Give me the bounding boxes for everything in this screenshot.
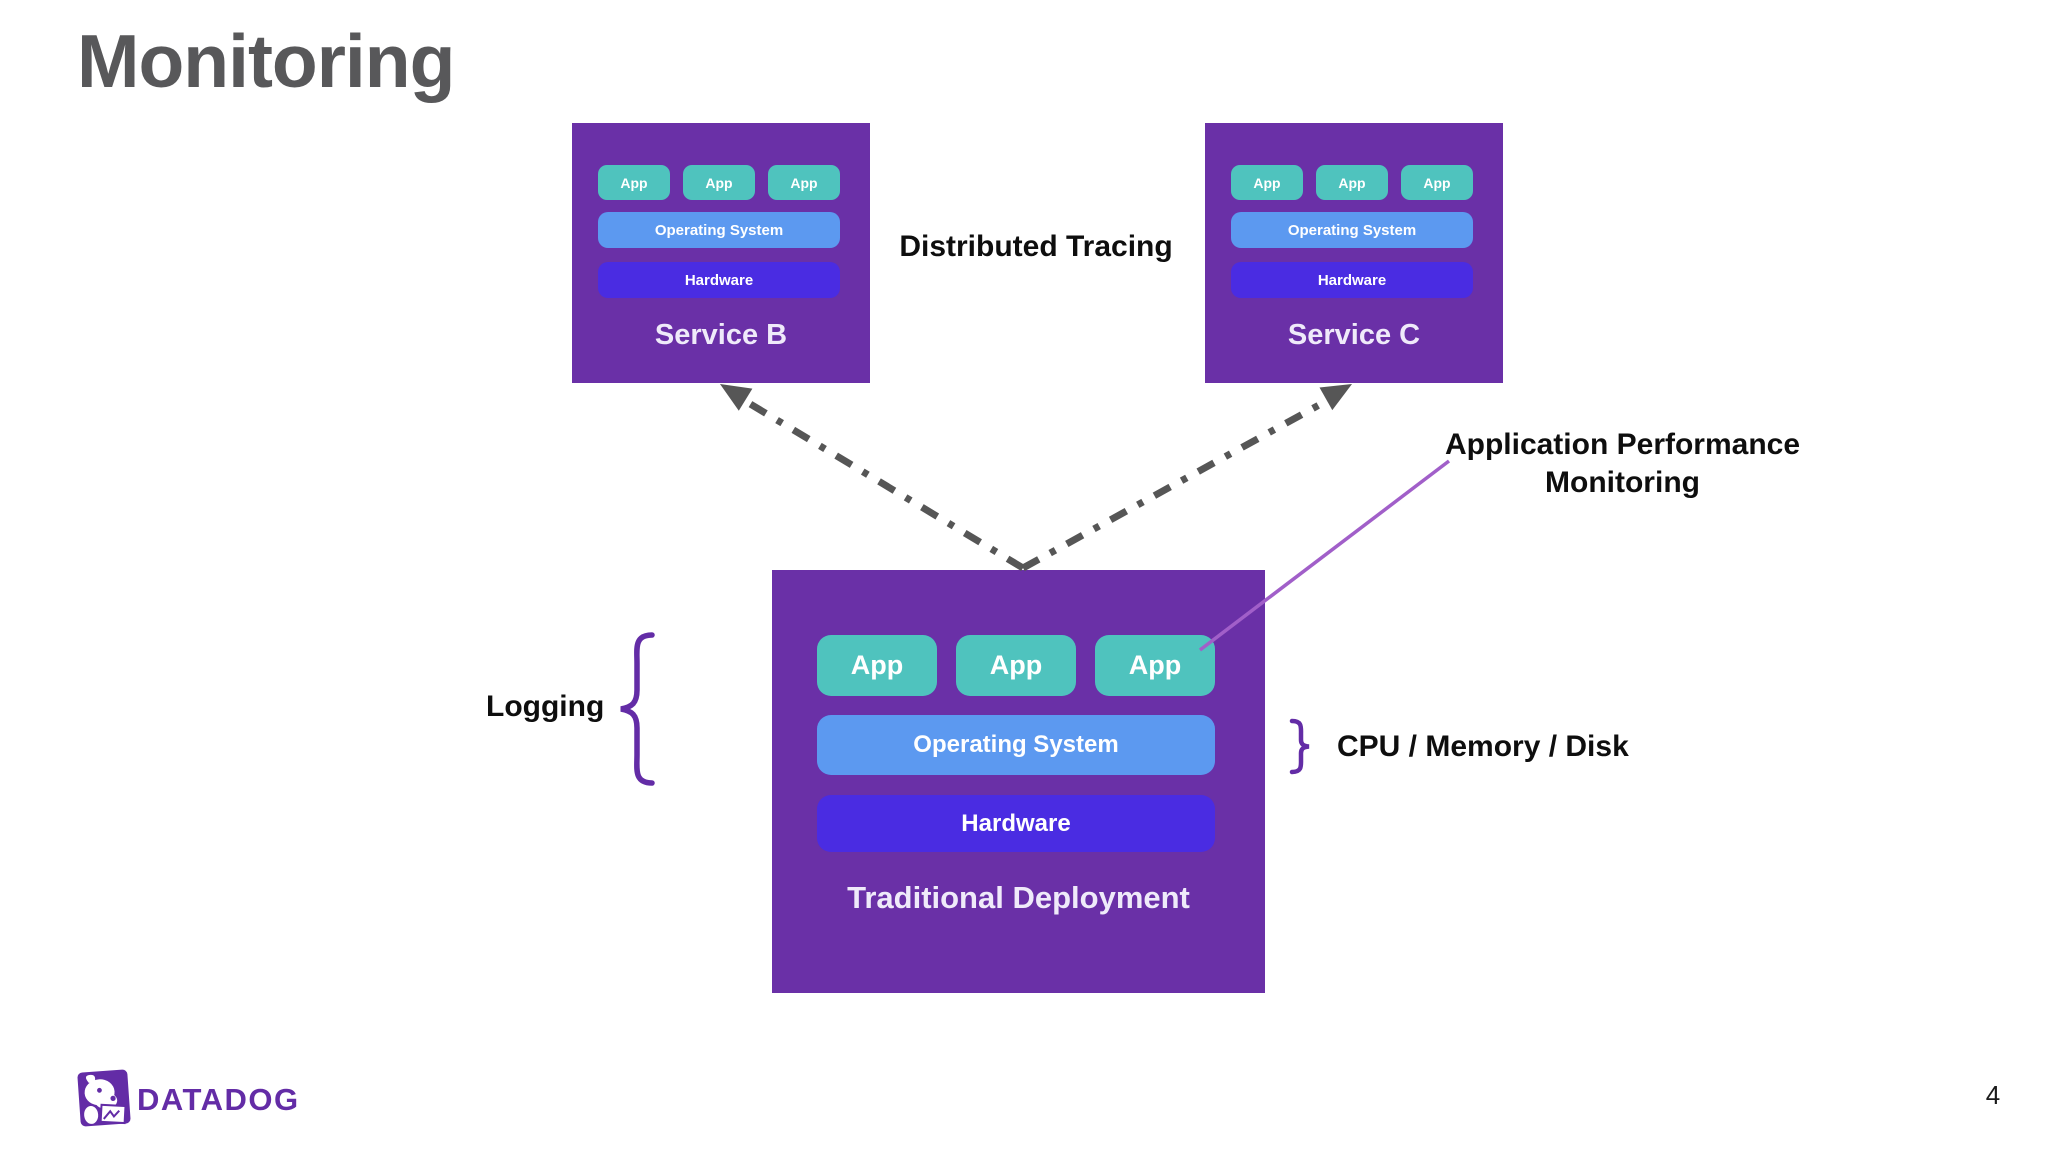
apm-label-line1: Application Performance [1444,428,1801,461]
tracing-arrow-left [740,396,1025,571]
app-box: App [1231,165,1303,200]
slide-title: Monitoring [77,19,455,103]
app-box: App [1401,165,1473,200]
brace-left-icon [620,632,655,786]
brace-right-icon [1289,718,1310,775]
service-b-stack: App App App Operating System Hardware Se… [572,123,870,383]
hardware-bar: Hardware [817,795,1215,852]
app-box: App [768,165,840,200]
hardware-bar: Hardware [1231,262,1473,298]
app-box: App [1316,165,1388,200]
stack-title: Service C [1287,319,1421,351]
cpu-memory-disk-label: CPU / Memory / Disk [1337,730,1629,763]
apm-label-line2: Monitoring [1545,466,1700,499]
datadog-wordmark: DATADOG [137,1082,300,1117]
traditional-deployment-stack: App App App Operating System Hardware Tr… [772,570,1265,993]
stack-title: Traditional Deployment [847,880,1190,915]
operating-system-bar: Operating System [1231,212,1473,248]
logging-label: Logging [486,690,605,723]
app-box: App [1095,635,1215,696]
operating-system-bar: Operating System [598,212,840,248]
app-box: App [956,635,1076,696]
apm-label: Application Performance Monitoring [1425,426,1820,502]
app-box: App [598,165,670,200]
stack-title: Service B [654,319,788,351]
operating-system-bar: Operating System [817,715,1215,775]
hardware-bar: Hardware [598,262,840,298]
page-number: 4 [1985,1080,2001,1110]
distributed-tracing-label: Distributed Tracing [899,230,1173,263]
app-box: App [683,165,755,200]
arrowhead-right-icon [1319,384,1352,411]
app-box: App [817,635,937,696]
tracing-arrow-right [1021,395,1332,572]
arrowhead-left-icon [720,384,753,411]
datadog-logo-icon [77,1069,131,1127]
service-c-stack: App App App Operating System Hardware Se… [1205,123,1503,383]
